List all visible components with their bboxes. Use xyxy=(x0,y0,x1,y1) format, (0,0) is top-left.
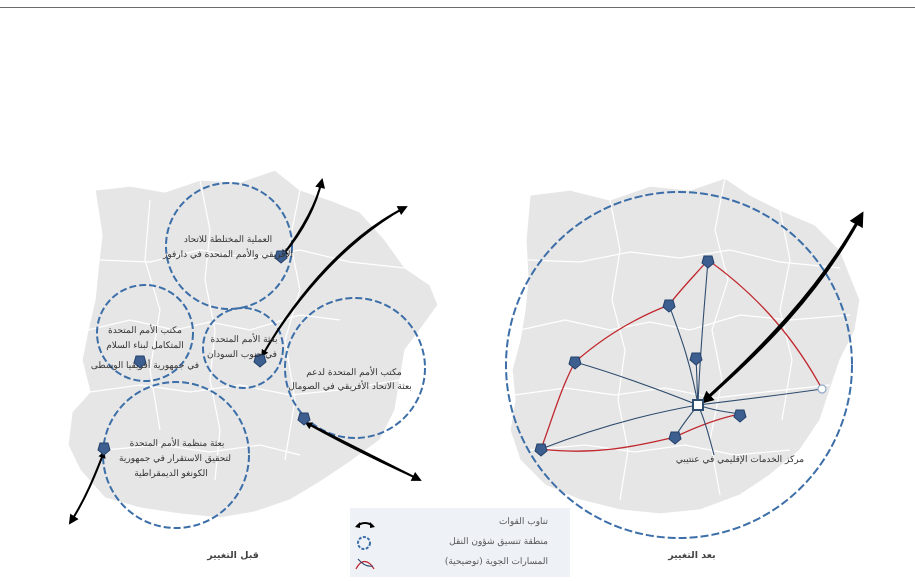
mission-node-center xyxy=(689,352,703,366)
coordination-zone-south-sudan xyxy=(202,307,284,389)
mission-label-line: بعثة الأمم المتحدة xyxy=(211,333,278,345)
after-panel: مركز الخدمات الإقليمي في عنتيبي بعد التغ… xyxy=(505,177,864,561)
mission-node-west xyxy=(568,356,582,370)
hub-node-entebbe xyxy=(692,399,704,411)
mission-node-somalia xyxy=(297,412,311,426)
coordination-zone-regional xyxy=(505,191,853,539)
air-route-icon xyxy=(355,558,375,570)
mission-label-line: العملية المختلطة للاتحاد xyxy=(184,235,272,245)
mission-node-south-sudan xyxy=(253,354,267,368)
mission-label-line: في جنوب السودان xyxy=(207,350,277,360)
legend-label-rotation: تناوب القوات xyxy=(498,517,548,527)
legend-label-zone: منطقة تنسيق شؤون النقل xyxy=(449,537,548,547)
mission-label-somalia: مكتب الأمم المتحدة لدعم بعثة الاتحاد الأ… xyxy=(288,366,412,392)
mission-node-somalia-coast xyxy=(817,384,827,394)
before-country-borders xyxy=(87,179,406,481)
after-map-base xyxy=(509,177,861,515)
top-rule xyxy=(0,7,915,8)
mission-node-east xyxy=(733,409,747,423)
mission-label-line: المتكامل لبناء السلام xyxy=(106,341,184,351)
coordination-zone-icon xyxy=(357,536,371,550)
mission-label-line: الكونغو الديمقراطية xyxy=(134,469,208,479)
before-panel-title: قبل التغيير xyxy=(206,550,259,561)
mission-label-darfur: العملية المختلطة للاتحاد الأفريقي والأمم… xyxy=(162,235,293,260)
before-panel: العملية المختلطة للاتحاد الأفريقي والأمم… xyxy=(67,169,439,561)
air-routes-hub-spokes xyxy=(540,259,823,456)
coordination-zone-car xyxy=(96,284,194,382)
mission-label-line: بعثة منظمة الأمم المتحدة xyxy=(130,437,225,449)
coordination-zone-drc xyxy=(102,381,250,529)
mission-label-line: في جمهورية أفريقيا الوسطى xyxy=(91,358,199,371)
hub-label: مركز الخدمات الإقليمي في عنتيبي xyxy=(676,455,804,465)
mission-label-line: بعثة الاتحاد الأفريقي في الصومال xyxy=(288,380,412,392)
mission-node-drc xyxy=(97,442,111,456)
mission-node-darfur xyxy=(274,250,288,264)
mission-label-drc: بعثة منظمة الأمم المتحدة لتحقيق الاستقرا… xyxy=(119,437,231,479)
before-map-base xyxy=(67,169,439,519)
after-panel-title: بعد التغيير xyxy=(667,550,715,561)
mission-label-line: لتحقيق الاستقرار في جمهورية xyxy=(119,454,231,464)
air-routes-outer xyxy=(540,259,823,452)
mission-node-southwest xyxy=(534,443,548,457)
mission-label-car: مكتب الأمم المتحدة المتكامل لبناء السلام… xyxy=(91,324,199,371)
coordination-zone-darfur xyxy=(165,182,293,310)
rotation-arrow-south-sudan-in xyxy=(261,206,407,358)
mission-node-car xyxy=(133,355,147,369)
mission-node-south xyxy=(668,431,682,445)
mission-label-line: الأفريقي والأمم المتحدة في دارفور xyxy=(162,248,293,260)
rotation-arrow-icon xyxy=(355,522,375,528)
mission-label-line: مكتب الأمم المتحدة xyxy=(108,324,182,336)
rotation-arrow-darfur-in xyxy=(281,179,323,258)
mission-label-line: مكتب الأمم المتحدة لدعم xyxy=(306,366,402,378)
rotation-arrow-hub-in xyxy=(701,213,864,404)
rotation-arrow-drc-in xyxy=(69,450,106,524)
coordination-zone-somalia xyxy=(284,297,426,439)
legend: تناوب القوات منطقة تنسيق شؤون النقل المس… xyxy=(350,508,570,577)
rotation-arrow-somalia-in xyxy=(304,422,421,481)
legend-label-air-routes: المسارات الجوية (توضيحية) xyxy=(444,557,548,567)
mission-node-north xyxy=(701,255,715,269)
mission-node-northwest xyxy=(662,299,676,313)
mission-label-south-sudan: بعثة الأمم المتحدة في جنوب السودان xyxy=(207,333,277,360)
